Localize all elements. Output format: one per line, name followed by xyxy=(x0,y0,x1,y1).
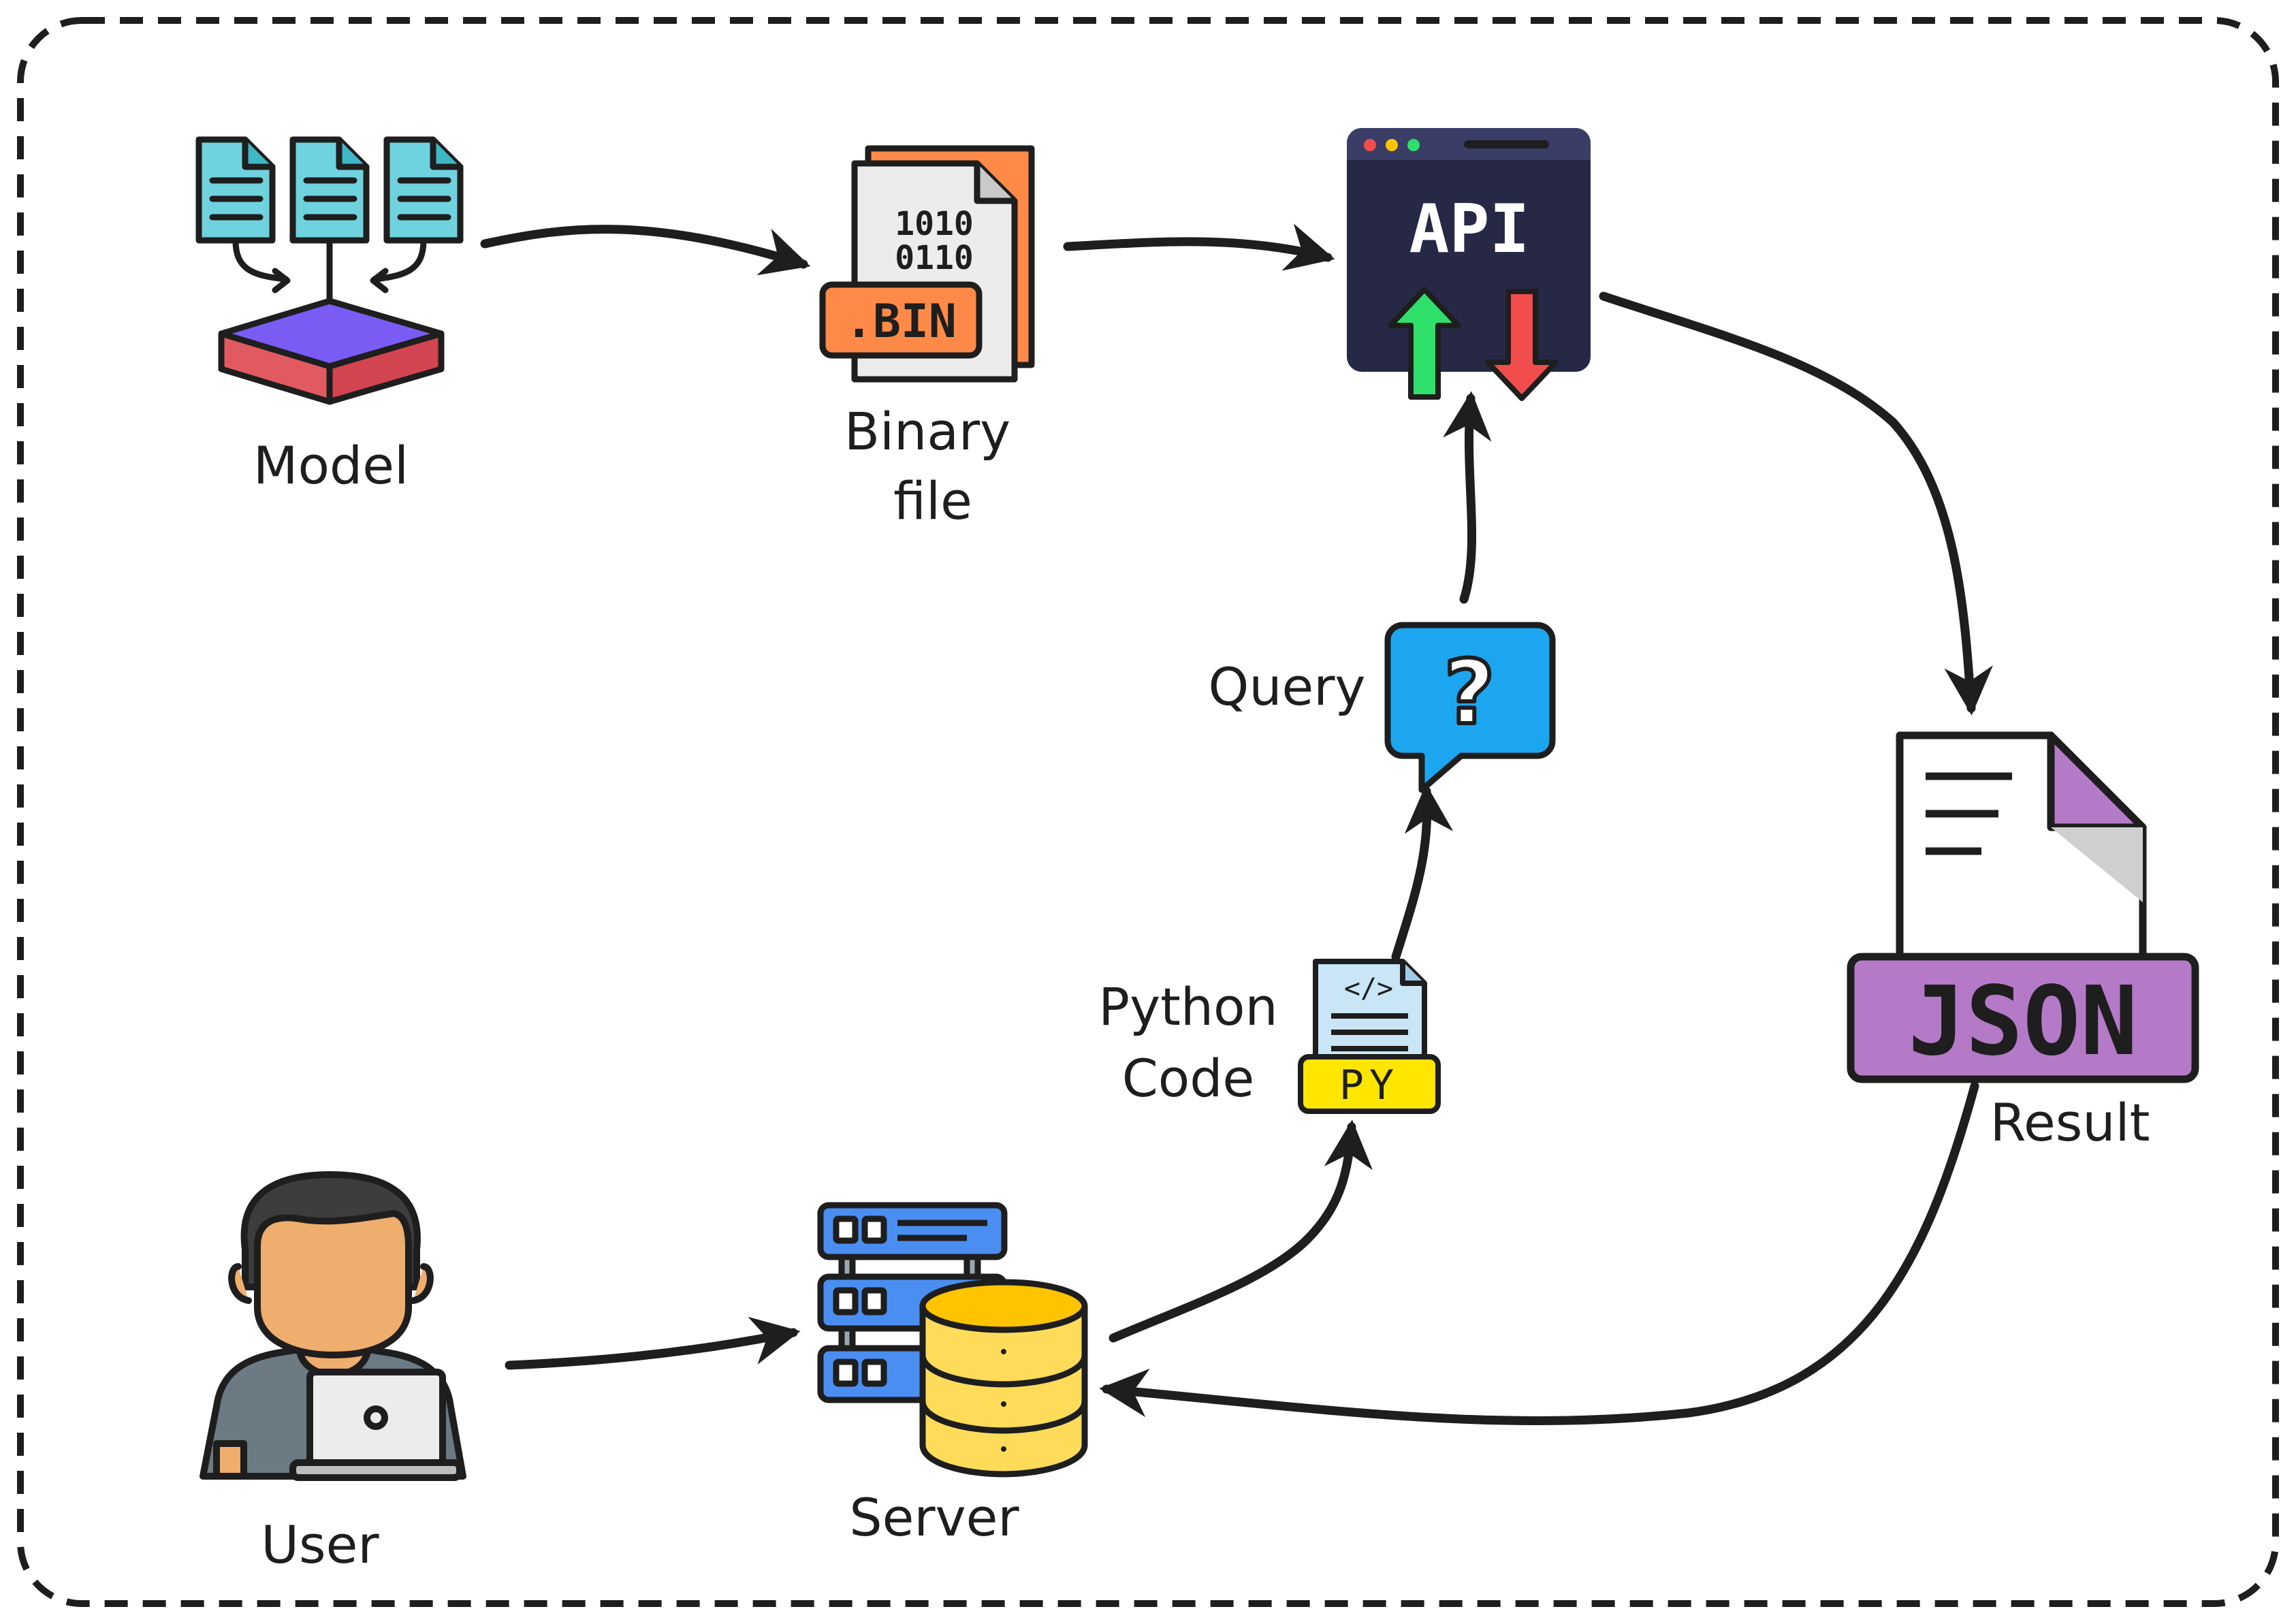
arrow-result-to-server xyxy=(1099,1081,1979,1425)
binary-file-icon: 1010 0110 .BIN xyxy=(819,145,1035,383)
server-icon xyxy=(817,1202,1088,1478)
dashed-frame xyxy=(17,17,2279,1607)
query-icon: ? xyxy=(1384,622,1556,793)
bin-bits-2: 0110 xyxy=(895,239,974,277)
api-icon: API xyxy=(1347,128,1591,401)
result-label: Result xyxy=(1990,1092,2150,1153)
arrows xyxy=(480,223,1993,1425)
code-tag-icon: </> xyxy=(1344,973,1393,1004)
arrow-down-icon xyxy=(1485,289,1559,401)
python-file-icon: </> PY xyxy=(1298,959,1441,1114)
python-code-label-line1: Python xyxy=(1098,976,1277,1037)
arrow-user-to-server xyxy=(505,1316,801,1370)
arrow-model-to-binary xyxy=(480,225,811,276)
arrow-py-to-query xyxy=(1391,784,1454,961)
user-label: User xyxy=(261,1514,379,1575)
bin-bits-1: 1010 xyxy=(895,205,974,243)
python-code-label-line2: Code xyxy=(1122,1048,1255,1109)
arrow-query-to-api xyxy=(1443,391,1492,604)
arrow-up-icon xyxy=(1388,287,1461,400)
server-label: Server xyxy=(849,1487,1019,1548)
arrow-binary-to-api xyxy=(1063,223,1335,271)
document-icon xyxy=(289,136,370,244)
binary-file-label-line1: Binary xyxy=(844,401,1010,462)
user-icon xyxy=(200,1171,466,1481)
bin-extension: .BIN xyxy=(845,295,957,349)
model-icon xyxy=(195,136,464,405)
query-label: Query xyxy=(1209,656,1366,717)
py-extension: PY xyxy=(1339,1062,1399,1109)
arrow-server-to-py xyxy=(1109,1119,1373,1343)
binary-file-label-line2: file xyxy=(893,471,972,531)
model-label: Model xyxy=(253,435,409,496)
document-icon xyxy=(383,136,464,244)
document-icon xyxy=(195,136,276,244)
arrow-api-to-result xyxy=(1599,291,1993,716)
api-label: API xyxy=(1409,191,1529,268)
json-file-icon: JSON xyxy=(1847,731,2199,1083)
json-extension: JSON xyxy=(1908,966,2137,1077)
question-mark-icon: ? xyxy=(1444,641,1495,744)
